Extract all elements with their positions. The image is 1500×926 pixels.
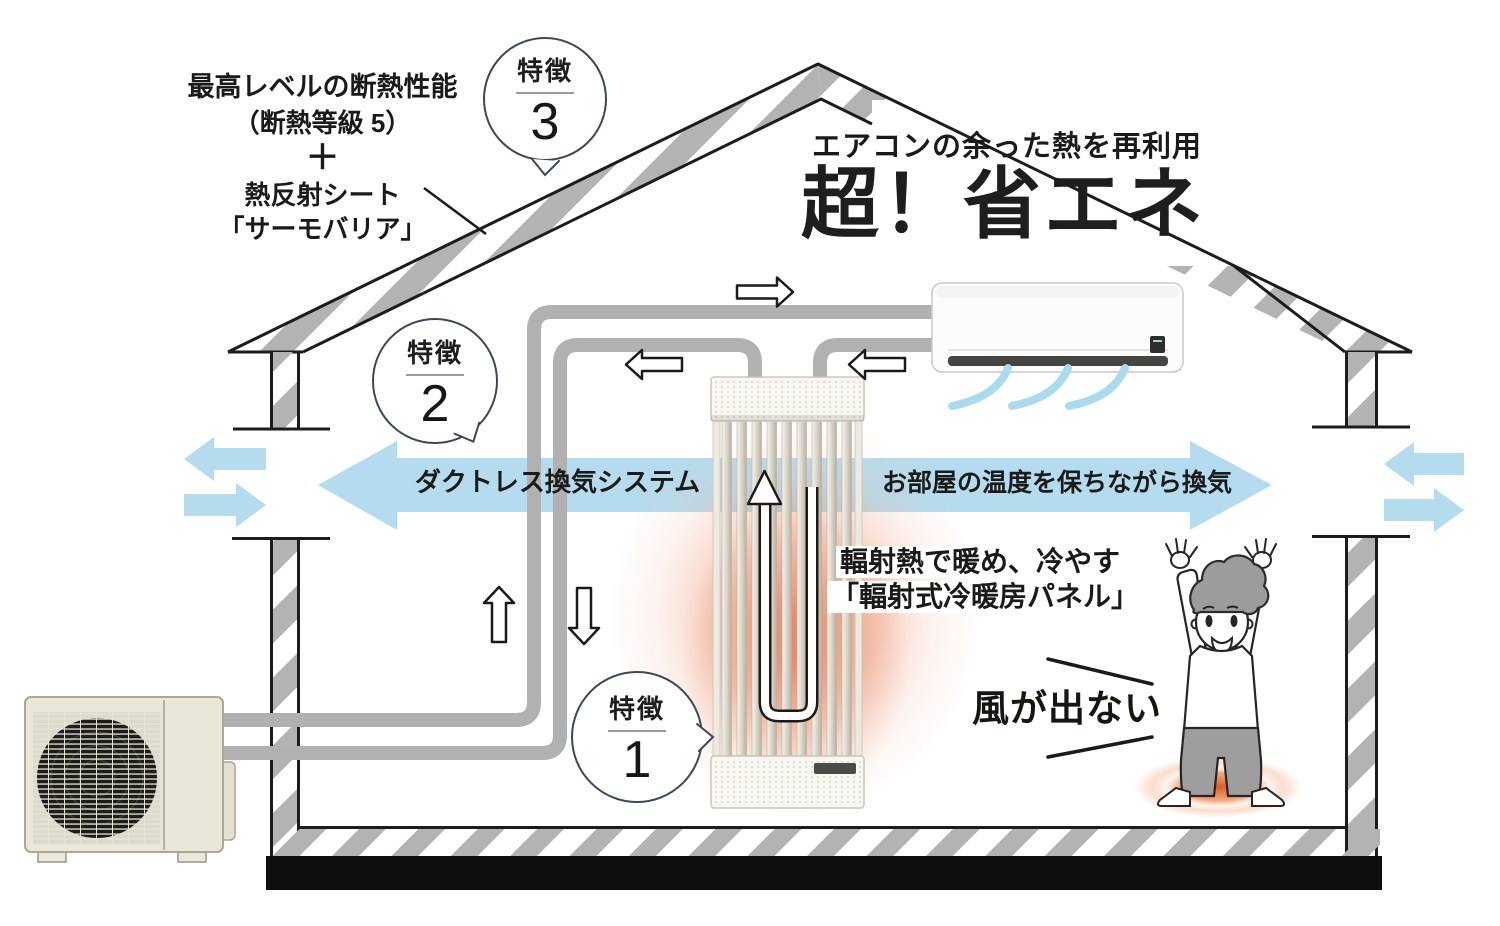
insulation-callout-line3: 熱反射シート [244, 180, 401, 210]
person-figure [1134, 538, 1302, 818]
person-eyebrows [1202, 605, 1239, 610]
person-hair [1189, 554, 1270, 616]
floor-base-bar [266, 856, 1382, 890]
roof-inner-line-left [302, 97, 873, 354]
no-wind-emphasis-lines [1046, 657, 1154, 759]
arrow-left-near-aircon-icon [847, 348, 907, 381]
energy-subtitle: エアコンの余った熱を再利用 [812, 131, 1203, 163]
aircon-display [1150, 336, 1165, 353]
aircon-top-shade [936, 286, 1179, 298]
no-wind-label: 風が出ない [972, 689, 1162, 730]
feature-badge-1-label: 特徴 [608, 693, 665, 724]
badge-tail-down-icon [531, 158, 560, 177]
arrow-down-icon [567, 586, 601, 646]
person-right-eye [1230, 615, 1238, 627]
right-wall-lower [1345, 537, 1378, 856]
insulation-callout-line4: 「サーモバリア」 [218, 214, 427, 244]
person-pants [1179, 726, 1263, 798]
panel-callout-line2: 「輻射式冷暖房パネル」 [827, 581, 1144, 614]
left-intake-arrow-icon [184, 483, 266, 527]
right-exhaust-arrow-icon [1384, 442, 1464, 486]
outdoor-unit [24, 696, 236, 863]
right-intake-arrow-icon [1384, 488, 1464, 532]
feature-badge-1-number: 1 [622, 730, 652, 789]
panel-callout-line1: 輻射熱で暖め、冷やす [836, 546, 1125, 579]
vent-band-right-label: お部屋の温度を保ちながら換気 [881, 469, 1232, 497]
feature-badge-1: 特徴 1 [571, 671, 715, 803]
house-roof [227, 62, 1413, 354]
insulation-callout-line1: 最高レベルの断熱性能 [187, 72, 458, 102]
feature-badge-2: 特徴 2 [372, 318, 498, 444]
roof-inner-line-right [1233, 264, 1346, 354]
house-walls [232, 352, 1410, 857]
insulation-callout-line2: （断熱等級 5） [233, 108, 412, 138]
aircon-display-light [1153, 340, 1162, 342]
badge-divider [406, 373, 464, 376]
insulation-callout-plus: ＋ [305, 139, 340, 177]
person-right-shoe [1251, 786, 1286, 807]
feature-badge-2-label: 特徴 [406, 337, 463, 368]
right-wall-upper [1345, 352, 1378, 426]
feature-badge-2-number: 2 [420, 374, 450, 433]
pipe-outdoor-to-panel [212, 338, 762, 760]
badge-divider [608, 729, 666, 732]
arrow-left-mid-icon [624, 348, 684, 381]
pipe-outdoor-to-aircon [212, 305, 934, 727]
person-mouth [1210, 635, 1234, 654]
feature-badge-3-label: 特徴 [516, 55, 573, 86]
badge-tail-right-icon [696, 723, 715, 752]
floor-hatch-band [268, 829, 1380, 856]
refrigerant-pipes [212, 305, 934, 760]
person-left-shoe [1156, 786, 1191, 807]
person-left-eye [1205, 615, 1213, 627]
outdoor-unit-grille-lines [33, 712, 161, 845]
aircon-vent-slit [948, 356, 1168, 366]
insulation-pointer-line [423, 186, 487, 236]
air-flow-arrows [482, 276, 907, 646]
aircon-airflow-swooshes [948, 364, 1129, 410]
panel-top-shadow [711, 415, 864, 421]
person-left-hand [1165, 538, 1198, 569]
vent-opening-sills [232, 425, 1410, 540]
arrow-right-top-icon [735, 276, 795, 308]
headline-backdrop [872, 100, 1234, 266]
pipe-panel-to-aircon [813, 338, 934, 380]
vent-band-left-label: ダクトレス換気システム [414, 467, 701, 497]
aircon-indoor-unit [931, 282, 1184, 410]
panel-top-cap-texture [714, 380, 861, 418]
arrow-up-icon [482, 585, 516, 644]
left-exhaust-arrow-icon [184, 437, 266, 481]
badge-divider [516, 91, 574, 94]
left-wall-lower [270, 540, 300, 856]
roof-outer-line [227, 62, 1413, 354]
person-torso [1182, 644, 1260, 732]
feature-badge-3: 特徴 3 [483, 37, 607, 177]
wall-edge-lines [270, 352, 1378, 857]
energy-title: 超！省エネ [801, 161, 1207, 248]
panel-brand-label [814, 763, 856, 774]
panel-circulation-arrow-icon [746, 469, 819, 723]
left-wall-upper [270, 352, 300, 428]
house-floor [266, 826, 1382, 890]
badge-tail-down-right-icon [453, 421, 481, 444]
feature-badge-3-number: 3 [530, 92, 560, 151]
